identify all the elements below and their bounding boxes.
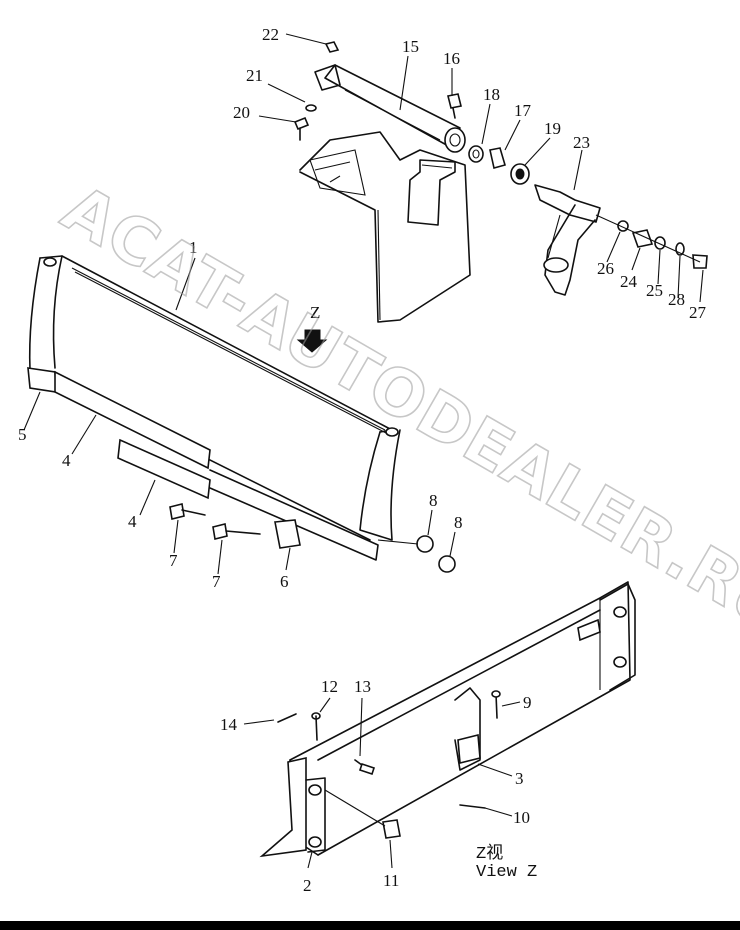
callout-11: 11 — [383, 871, 399, 890]
pin-13 — [354, 759, 376, 776]
callout-4-upper: 4 — [62, 451, 71, 470]
callout-20: 20 — [233, 103, 250, 122]
callout-7-b: 7 — [212, 572, 221, 591]
plate-6 — [274, 519, 301, 549]
push-frame — [289, 581, 636, 856]
callout-6: 6 — [280, 572, 289, 591]
bolt-7b — [212, 523, 261, 540]
bolt-7a — [169, 503, 206, 520]
callout-18: 18 — [483, 85, 500, 104]
cutting-edge-upper-4 — [54, 370, 211, 470]
callout-28: 28 — [668, 290, 685, 309]
callout-21: 21 — [246, 66, 263, 85]
pin-9 — [491, 690, 501, 719]
callout-labels: 1 2 3 4 4 5 6 7 7 8 8 9 10 11 12 13 14 1… — [18, 25, 707, 895]
callout-3: 3 — [515, 769, 524, 788]
view-caption-cn: Z视 — [476, 843, 503, 864]
bracket-support — [407, 159, 456, 226]
end-bit-5 — [27, 367, 57, 393]
pin-12 — [311, 712, 321, 741]
assembly-axis-line — [595, 214, 701, 263]
pin-10 — [459, 804, 486, 809]
callout-17: 17 — [514, 101, 532, 120]
callout-26: 26 — [597, 259, 614, 278]
view-caption-en: View Z — [476, 863, 537, 882]
callout-15: 15 — [402, 37, 419, 56]
grease-fitting-16 — [447, 93, 462, 119]
bracket-3 — [454, 687, 481, 771]
callout-14: 14 — [220, 715, 238, 734]
nut-8a — [416, 535, 434, 553]
callout-25: 25 — [646, 281, 663, 300]
pin-axis-line — [324, 789, 386, 827]
callout-13: 13 — [354, 677, 371, 696]
callout-2: 2 — [303, 876, 312, 895]
brace-arm-15 — [314, 64, 466, 153]
cutting-edge-lower-4 — [117, 438, 379, 561]
callout-24: 24 — [620, 272, 638, 291]
spacer-17 — [489, 147, 506, 169]
z-marker-label: Z — [310, 303, 320, 322]
tractor-frame — [299, 131, 471, 323]
callout-23: 23 — [573, 133, 590, 152]
callout-12: 12 — [321, 677, 338, 696]
bolt-20 — [293, 116, 310, 141]
bracket-2 — [259, 757, 326, 858]
trunnion-arm-23 — [534, 184, 601, 296]
callout-1: 1 — [189, 238, 198, 257]
callout-4-lower: 4 — [128, 512, 137, 531]
lock-11 — [382, 819, 401, 839]
callout-16: 16 — [443, 49, 460, 68]
callout-8-b: 8 — [454, 513, 463, 532]
callout-19: 19 — [544, 119, 561, 138]
bushing-18 — [468, 145, 484, 163]
callout-8-a: 8 — [429, 491, 438, 510]
callout-27: 27 — [689, 303, 707, 322]
bolt-22 — [324, 41, 340, 53]
callout-9: 9 — [523, 693, 532, 712]
callout-10: 10 — [513, 808, 530, 827]
callout-22: 22 — [262, 25, 279, 44]
pin-14 — [277, 713, 297, 723]
nut-8b — [438, 555, 456, 573]
washer-21 — [305, 104, 317, 112]
bottom-border-bar — [0, 921, 740, 930]
fastener-axis-line — [377, 539, 419, 545]
seal-19 — [510, 163, 530, 185]
callout-5: 5 — [18, 425, 27, 444]
washer-25 — [654, 236, 666, 250]
callout-7-a: 7 — [169, 551, 178, 570]
view-z-arrow: Z — [296, 303, 328, 353]
leader-lines — [23, 33, 704, 869]
